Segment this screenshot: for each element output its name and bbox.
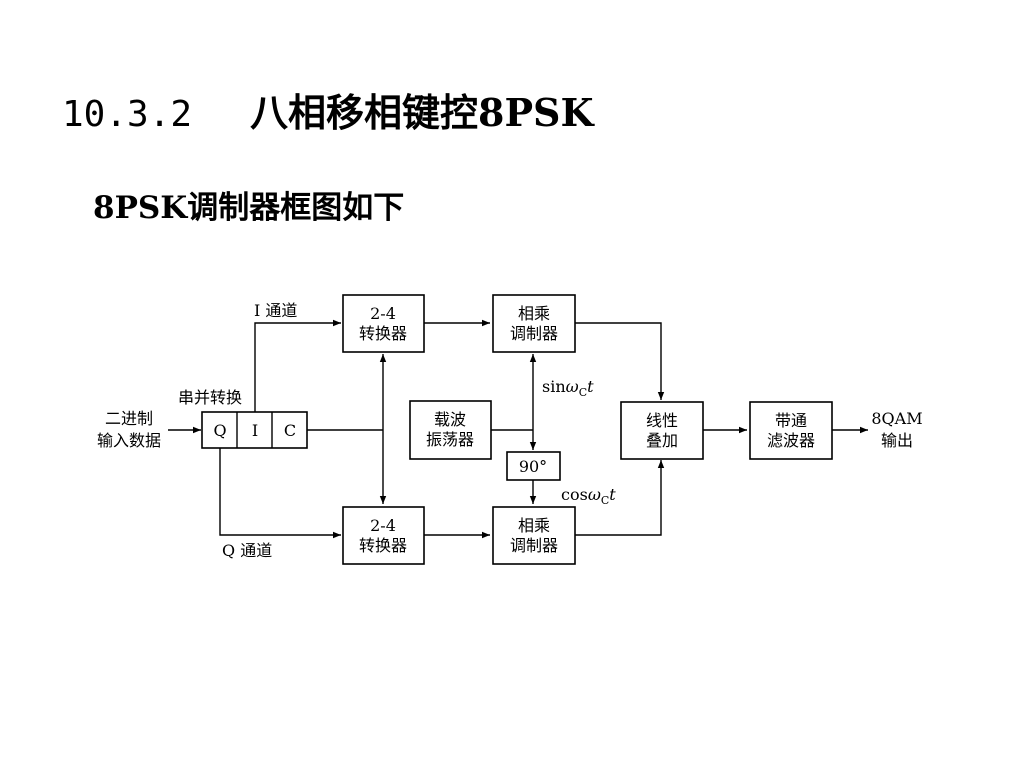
carrier-oscillator-block: 载波 振荡器 xyxy=(409,400,492,460)
sp-converter-label: 串并转换 xyxy=(178,388,242,407)
subheading: 8PSK调制器框图如下 xyxy=(93,190,405,226)
bandpass-line2: 滤波器 xyxy=(767,431,815,450)
input-label-line2: 输入数据 xyxy=(97,431,161,450)
bottom-converter-line2: 转换器 xyxy=(359,536,407,555)
phase-shifter-block: 90° xyxy=(506,451,561,481)
top-mult-to-adder xyxy=(575,322,665,400)
bandpass-filter-block: 带通 滤波器 xyxy=(749,401,833,460)
adder-line2: 叠加 xyxy=(646,431,678,450)
serial-parallel-converter: Q I C xyxy=(201,411,308,449)
input-label-line1: 二进制 xyxy=(105,409,153,428)
section-number: 10.3.2 xyxy=(62,94,193,135)
bottom-mult-line1: 相乘 xyxy=(518,516,550,535)
linear-adder-block: 线性 叠加 xyxy=(620,401,704,460)
cos-carrier-label: cosωCt xyxy=(561,485,616,507)
q-channel-wire xyxy=(219,448,341,539)
top-converter-line1: 2-4 xyxy=(370,304,396,323)
top-mult-line2: 调制器 xyxy=(510,324,558,343)
sp-cell-i: I xyxy=(252,421,258,440)
i-channel-wire xyxy=(254,319,341,412)
q-channel-label: Q 通道 xyxy=(222,541,272,560)
bottom-multiplier-block: 相乘 调制器 xyxy=(492,506,576,565)
output-label-line1: 8QAM xyxy=(871,409,922,428)
sp-cell-c: C xyxy=(284,421,296,440)
output-label-line2: 输出 xyxy=(881,431,913,450)
top-converter-line2: 转换器 xyxy=(359,324,407,343)
oscillator-line1: 载波 xyxy=(434,410,466,429)
bottom-converter-block: 2-4 转换器 xyxy=(342,506,425,565)
section-title: 八相移相键控8PSK xyxy=(250,90,594,135)
bandpass-line1: 带通 xyxy=(775,411,807,430)
bottom-mult-to-adder xyxy=(575,460,665,536)
top-multiplier-block: 相乘 调制器 xyxy=(492,294,576,353)
i-channel-label: I 通道 xyxy=(254,301,297,320)
sin-carrier-label: sinωCt xyxy=(542,377,594,399)
top-converter-block: 2-4 转换器 xyxy=(342,294,425,353)
bottom-mult-line2: 调制器 xyxy=(510,536,558,555)
top-mult-line1: 相乘 xyxy=(518,304,550,323)
page-heading: 10.3.2 八相移相键控8PSK xyxy=(62,82,594,137)
phase-shift-label: 90° xyxy=(519,457,547,476)
bottom-converter-line1: 2-4 xyxy=(370,516,396,535)
sp-cell-q: Q xyxy=(213,421,226,440)
oscillator-line2: 振荡器 xyxy=(426,430,474,449)
adder-line1: 线性 xyxy=(646,411,678,430)
connection-lines xyxy=(168,319,868,539)
